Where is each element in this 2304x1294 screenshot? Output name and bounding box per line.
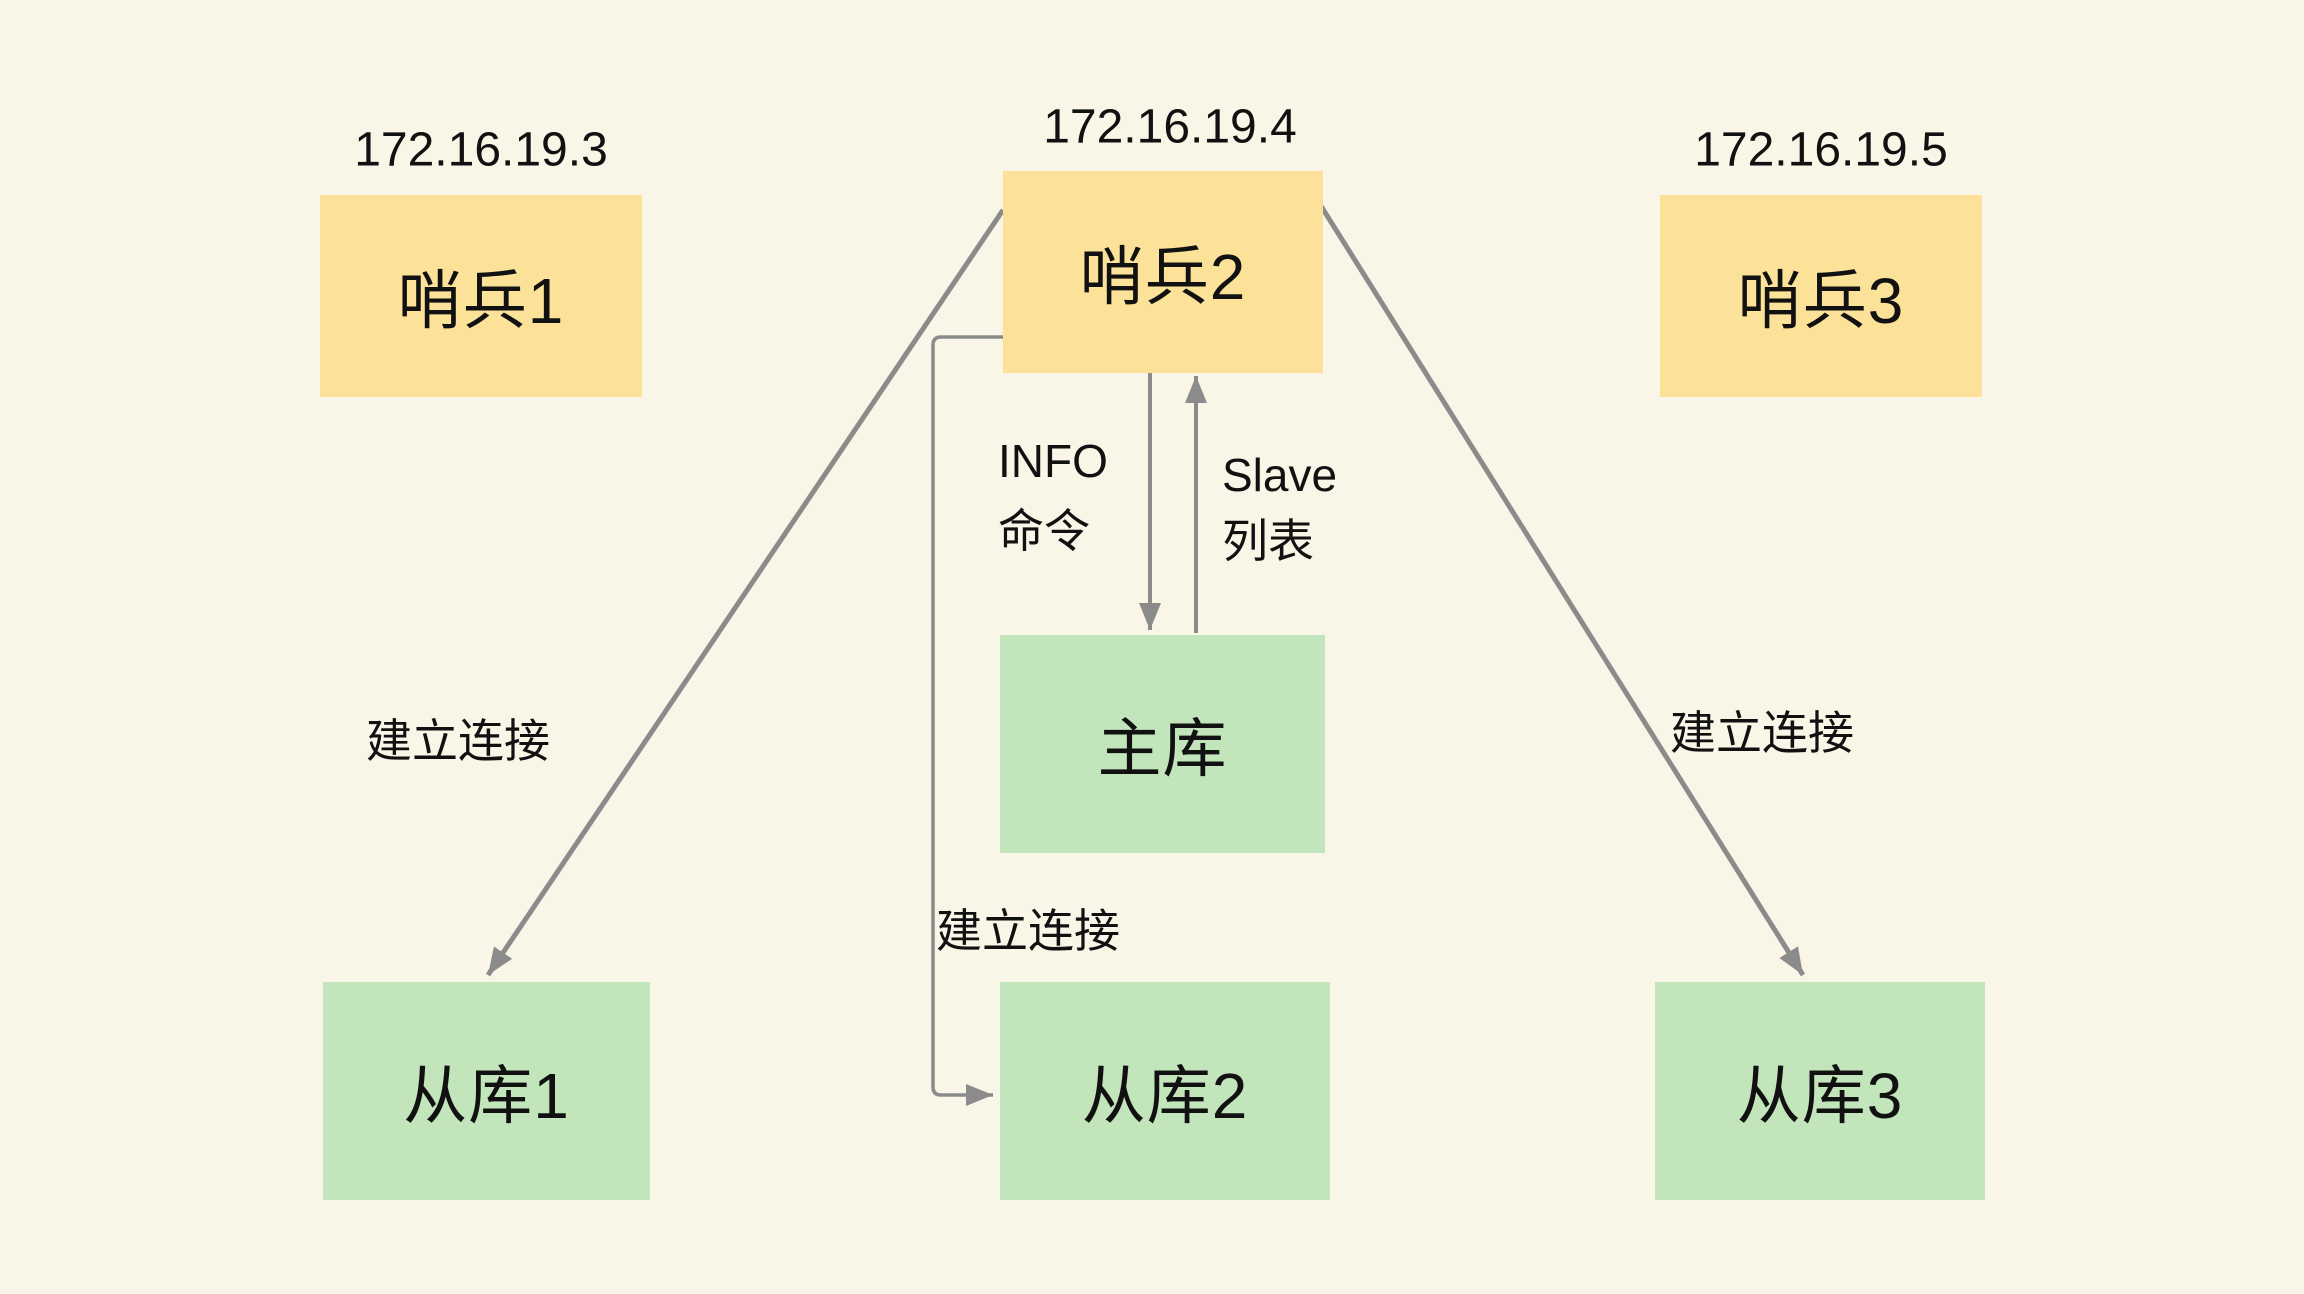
node-master: 主库 bbox=[1000, 635, 1325, 853]
node-sentinel3: 哨兵3 bbox=[1660, 195, 1982, 397]
edge-label-info-command: INFO 命令 bbox=[998, 426, 1108, 566]
ip-label-sentinel1: 172.16.19.3 bbox=[354, 123, 608, 177]
edge-label-info-command-line2: 命令 bbox=[998, 505, 1090, 557]
node-replica1: 从库1 bbox=[323, 982, 650, 1200]
edge-sentinel2-to-replica1 bbox=[485, 208, 1006, 977]
edge-label-connect-middle: 建立连接 bbox=[936, 905, 1120, 957]
node-sentinel1: 哨兵1 bbox=[320, 195, 642, 397]
edge-label-slave-list-line1: Slave bbox=[1222, 449, 1338, 501]
ip-label-sentinel3: 172.16.19.5 bbox=[1694, 123, 1948, 177]
node-replica3: 从库3 bbox=[1655, 982, 1985, 1200]
edge-label-connect-right: 建立连接 bbox=[1670, 707, 1854, 759]
node-sentinel2: 哨兵2 bbox=[1003, 171, 1323, 373]
ip-label-sentinel2: 172.16.19.4 bbox=[1043, 100, 1297, 154]
edge-label-connect-left: 建立连接 bbox=[366, 715, 550, 767]
edge-sentinel2-to-replica2-elbow bbox=[931, 335, 1003, 1106]
edge-label-info-command-line1: INFO bbox=[998, 435, 1108, 487]
edge-label-slave-list-line2: 列表 bbox=[1222, 515, 1314, 567]
edge-label-slave-list: Slave 列表 bbox=[1222, 442, 1337, 574]
edge-sentinel2-to-replica3 bbox=[1318, 204, 1806, 977]
node-replica2: 从库2 bbox=[1000, 982, 1330, 1200]
